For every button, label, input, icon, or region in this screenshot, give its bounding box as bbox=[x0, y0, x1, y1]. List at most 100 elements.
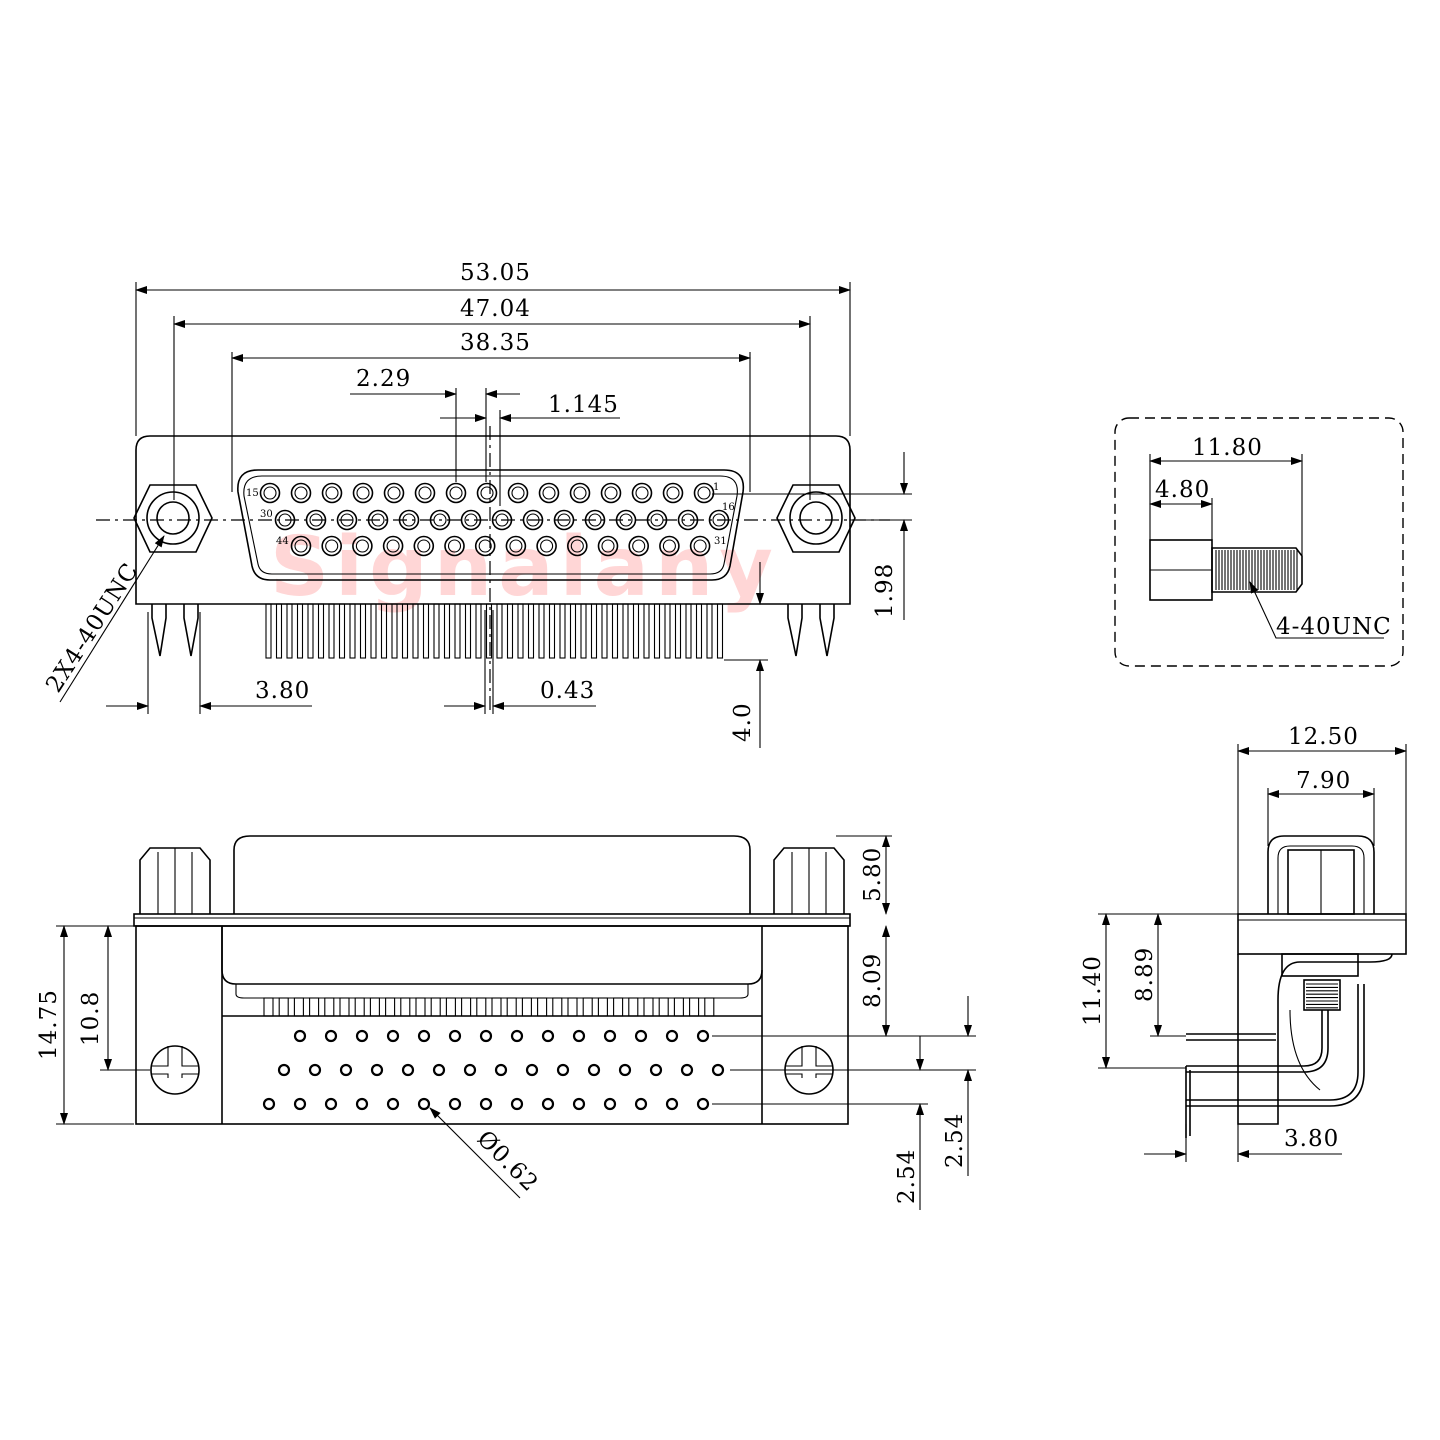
front-pin-tail bbox=[443, 603, 451, 659]
pcb-hole bbox=[386, 1097, 400, 1111]
pin-label-31: 31 bbox=[714, 536, 727, 547]
pin-label-1: 1 bbox=[713, 482, 719, 493]
front-pin bbox=[259, 482, 281, 504]
pcb-hole bbox=[665, 1097, 679, 1111]
tail-stub bbox=[658, 997, 669, 1017]
dim-body-height: 8.09 bbox=[860, 953, 886, 1008]
front-pin-tail bbox=[433, 603, 440, 659]
front-pin-tail bbox=[517, 603, 524, 659]
pcb-hole bbox=[448, 1029, 462, 1043]
front-pin bbox=[597, 535, 619, 557]
tail-stub bbox=[369, 997, 380, 1017]
side-bent-pin-outer bbox=[1186, 984, 1359, 1101]
front-pin bbox=[413, 535, 435, 557]
dim-screw-length: 11.80 bbox=[1192, 435, 1263, 461]
front-pin-tail bbox=[328, 603, 335, 659]
front-pin bbox=[290, 535, 312, 557]
pcb-hole bbox=[603, 1097, 617, 1111]
front-pin bbox=[536, 535, 557, 557]
front-pin bbox=[538, 482, 560, 504]
pcb-hole bbox=[277, 1063, 291, 1077]
front-pin bbox=[662, 482, 684, 504]
front-pin-tail bbox=[485, 603, 493, 659]
tail-stub bbox=[491, 997, 502, 1017]
tail-stub bbox=[430, 997, 441, 1017]
tail-stub bbox=[506, 997, 517, 1017]
front-pin-tail bbox=[338, 603, 346, 659]
pcb-hole bbox=[308, 1063, 322, 1077]
pcb-hole bbox=[634, 1097, 648, 1111]
bottom-hex-left bbox=[139, 847, 211, 914]
front-pin-tail bbox=[716, 603, 724, 659]
bottom-tail-stubs bbox=[263, 997, 715, 1017]
pcb-hole bbox=[510, 1097, 524, 1111]
front-pin bbox=[507, 482, 529, 504]
pcb-hole bbox=[541, 1029, 555, 1043]
tail-stub bbox=[309, 997, 320, 1017]
front-pin-tail bbox=[527, 603, 535, 659]
bottom-shell-profile bbox=[233, 835, 751, 914]
pcb-hole bbox=[510, 1029, 524, 1043]
mount-hex-left bbox=[133, 484, 213, 553]
dim-hex-height: 5.80 bbox=[860, 847, 886, 902]
front-pin-tail bbox=[695, 603, 703, 659]
pcb-hole bbox=[680, 1063, 694, 1077]
dim-overall-width: 53.05 bbox=[460, 260, 531, 286]
callout-mount-thread: 2X4-40UNC bbox=[41, 558, 144, 697]
dim-side-height: 11.40 bbox=[1080, 955, 1106, 1026]
tail-stub bbox=[537, 997, 548, 1017]
tail-stub bbox=[628, 997, 639, 1017]
front-pin bbox=[383, 482, 405, 504]
pcb-hole bbox=[370, 1063, 384, 1077]
front-pin bbox=[569, 482, 591, 504]
front-pin bbox=[631, 482, 653, 504]
front-pin-tail bbox=[653, 603, 661, 659]
pcb-hole bbox=[572, 1097, 586, 1111]
tail-stub bbox=[461, 997, 472, 1017]
front-pin-tail bbox=[706, 603, 713, 659]
pin-label-15: 15 bbox=[246, 488, 259, 499]
dim-board-lock-offset: 3.80 bbox=[255, 678, 310, 704]
tail-stub bbox=[567, 997, 578, 1017]
dim-row-pitch-a: 2.54 bbox=[894, 1149, 920, 1204]
front-pin-tail bbox=[401, 603, 409, 659]
front-pin-tail bbox=[265, 603, 272, 659]
front-pin bbox=[600, 482, 622, 504]
tail-stub bbox=[263, 997, 274, 1017]
front-pin-tail bbox=[307, 603, 314, 659]
front-view: 15 1 30 16 44 31 53.05 47.04 38.35 2.2 bbox=[41, 260, 912, 748]
pcb-hole bbox=[432, 1063, 446, 1077]
front-pin-tail bbox=[349, 603, 356, 659]
dim-row-height: 1.98 bbox=[872, 563, 898, 618]
tail-stub bbox=[278, 997, 289, 1017]
front-pin-tail bbox=[422, 603, 430, 659]
side-bent-pin-middle bbox=[1186, 1010, 1323, 1067]
front-pin-tail bbox=[548, 603, 556, 659]
pcb-hole bbox=[572, 1029, 586, 1043]
front-pin bbox=[321, 535, 343, 557]
pcb-hole bbox=[417, 1029, 431, 1043]
pin-label-16: 16 bbox=[722, 502, 735, 513]
front-pin bbox=[476, 482, 498, 504]
tail-stub bbox=[704, 997, 715, 1017]
front-pin-tail bbox=[601, 603, 608, 659]
board-lock-left bbox=[151, 604, 199, 657]
front-pin-tail bbox=[317, 603, 325, 659]
watermark: Signalany bbox=[270, 520, 779, 615]
front-pin bbox=[352, 535, 373, 557]
front-pin-tail bbox=[559, 603, 566, 659]
tail-stub bbox=[324, 997, 335, 1017]
pin-label-44: 44 bbox=[276, 536, 289, 547]
front-pin bbox=[628, 535, 650, 557]
tail-stub bbox=[354, 997, 365, 1017]
side-view: 12.50 7.90 11.40 8.89 3.80 bbox=[1080, 724, 1407, 1162]
front-pin-tail bbox=[569, 603, 577, 659]
pcb-hole bbox=[355, 1029, 369, 1043]
front-pin bbox=[505, 535, 527, 557]
pcb-hole bbox=[541, 1097, 555, 1111]
dim-side-tail-height: 8.89 bbox=[1132, 947, 1158, 1002]
front-pin-tail bbox=[674, 603, 682, 659]
front-pin-tail bbox=[412, 603, 419, 659]
front-d-shell bbox=[237, 469, 745, 581]
side-body bbox=[1237, 953, 1393, 1125]
